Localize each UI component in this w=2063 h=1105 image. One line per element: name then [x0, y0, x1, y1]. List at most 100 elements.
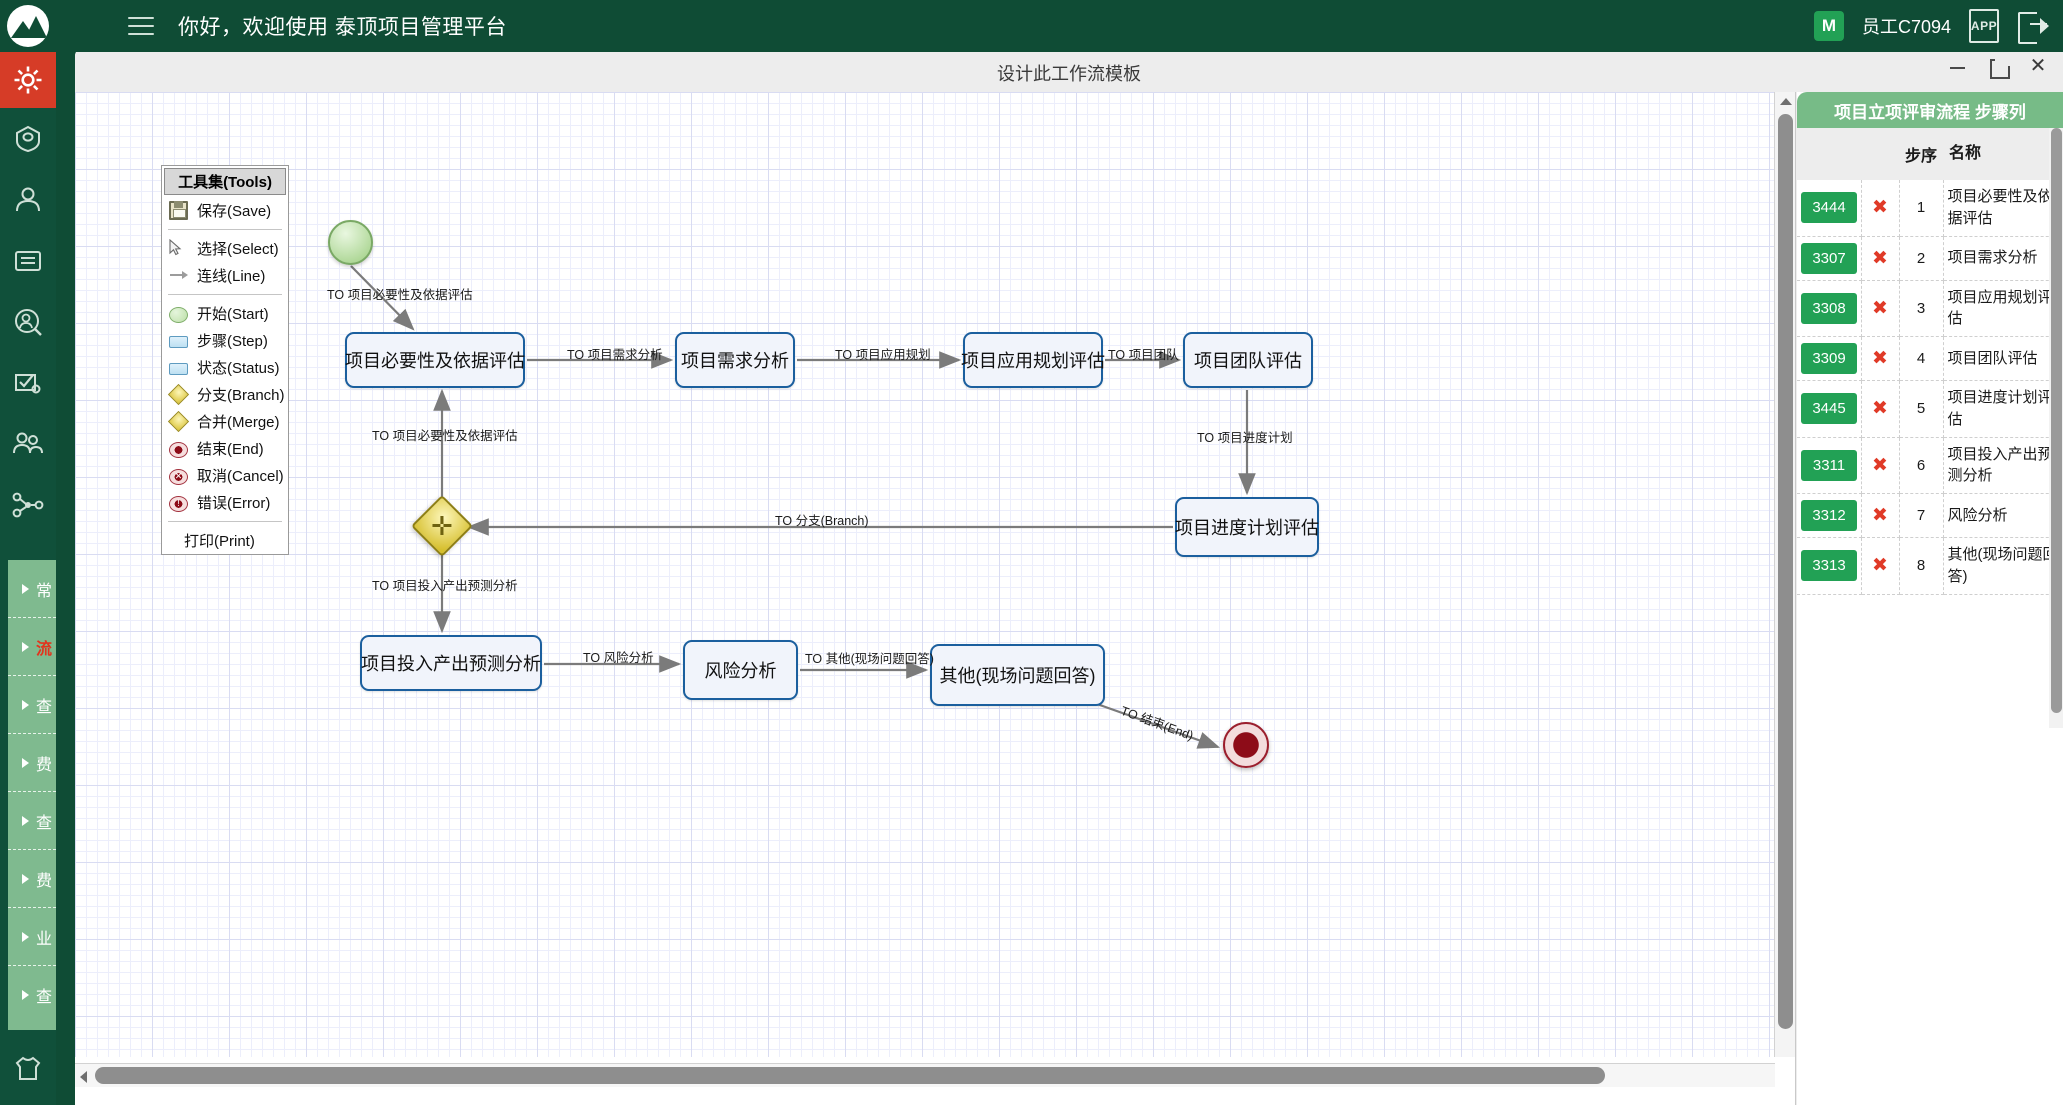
delete-row-icon[interactable]: ✖ [1872, 348, 1888, 369]
flyout-item-0[interactable]: 常 [8, 560, 56, 618]
flyout-item-label: 费 [36, 756, 53, 774]
tool-label: 开始(Start) [197, 306, 269, 323]
flyout-item-4[interactable]: 查 [8, 792, 56, 850]
sidebar-item-user-search[interactable] [0, 291, 56, 352]
hamburger-menu-icon[interactable] [128, 14, 158, 38]
step-id-chip[interactable]: 3309 [1801, 343, 1857, 374]
flyout-item-3[interactable]: 费 [8, 734, 56, 792]
sidebar-item-share[interactable] [0, 474, 56, 535]
table-row[interactable]: 3307 ✖ 2 项目需求分析 [1797, 236, 2063, 281]
tool-save[interactable]: 保存(Save) [162, 197, 288, 224]
table-row[interactable]: 3308 ✖ 3 项目应用规划评估 [1797, 280, 2063, 337]
tool-cancel[interactable]: ✕ 取消(Cancel) [162, 462, 288, 489]
flow-node-step-6[interactable]: 项目投入产出预测分析 [360, 635, 542, 691]
canvas-vertical-scrollbar[interactable] [1774, 92, 1795, 1057]
delete-row-icon[interactable]: ✖ [1872, 555, 1888, 577]
scroll-up-arrow-icon[interactable] [1780, 98, 1792, 105]
tool-print[interactable]: 打印(Print) [162, 527, 288, 554]
flyout-item-2[interactable]: 查 [8, 676, 56, 734]
flow-node-step-8[interactable]: 其他(现场问题回答) [930, 644, 1105, 706]
app-logo[interactable] [0, 0, 56, 52]
cell-seq: 3 [1899, 280, 1944, 337]
app-icon[interactable]: APP [1969, 9, 1999, 43]
delete-row-icon[interactable]: ✖ [1872, 454, 1888, 476]
delete-row-icon[interactable]: ✖ [1872, 297, 1888, 319]
flyout-item-7[interactable]: 查 [8, 966, 56, 1024]
cell-delete[interactable]: ✖ [1861, 236, 1900, 281]
cancel-circle-icon: ✕ [169, 468, 188, 485]
cell-seq: 5 [1899, 380, 1944, 438]
table-row[interactable]: 3309 ✖ 4 项目团队评估 [1797, 336, 2063, 381]
tool-merge[interactable]: 合并(Merge) [162, 408, 288, 435]
table-row[interactable]: 3444 ✖ 1 项目必要性及依据评估 [1797, 180, 2063, 237]
step-id-chip[interactable]: 3445 [1801, 393, 1857, 425]
flow-node-step-7[interactable]: 风险分析 [683, 640, 798, 700]
delete-row-icon[interactable]: ✖ [1872, 247, 1888, 269]
sidebar-item-location[interactable] [0, 108, 56, 169]
cell-delete[interactable]: ✖ [1861, 180, 1900, 237]
cell-delete[interactable]: ✖ [1861, 280, 1900, 337]
step-id-chip[interactable]: 3313 [1801, 550, 1857, 582]
step-id-chip[interactable]: 3444 [1801, 192, 1857, 224]
sidebar-item-user-group[interactable] [0, 413, 56, 474]
cell-delete[interactable]: ✖ [1861, 493, 1900, 538]
flow-node-start[interactable] [328, 220, 373, 265]
sidebar-item-edit-check[interactable] [0, 352, 56, 413]
delete-row-icon[interactable]: ✖ [1872, 197, 1888, 219]
flyout-item-1[interactable]: 流 [8, 618, 56, 676]
step-id-chip[interactable]: 3308 [1801, 292, 1857, 324]
tool-status[interactable]: 状态(Status) [162, 354, 288, 381]
cell-delete[interactable]: ✖ [1861, 437, 1900, 494]
scroll-thumb[interactable] [95, 1067, 1605, 1084]
sidebar-item-user[interactable] [0, 169, 56, 230]
maximize-button[interactable] [1987, 56, 2010, 79]
tool-branch[interactable]: 分支(Branch) [162, 381, 288, 408]
dialog-titlebar[interactable]: 设计此工作流模板 ✕ [75, 48, 2063, 92]
sidebar-item-documents[interactable] [0, 230, 56, 291]
delete-row-icon[interactable]: ✖ [1872, 505, 1888, 526]
tool-line[interactable]: 连线(Line) [162, 262, 288, 289]
flow-node-step-4[interactable]: 项目团队评估 [1183, 332, 1313, 388]
tool-select[interactable]: 选择(Select) [162, 235, 288, 262]
table-row[interactable]: 3311 ✖ 6 项目投入产出预测分析 [1797, 437, 2063, 494]
step-id-chip[interactable]: 3311 [1801, 449, 1857, 481]
flow-node-step-2[interactable]: 项目需求分析 [675, 332, 795, 388]
flow-node-end[interactable] [1223, 722, 1269, 768]
table-row[interactable]: 3445 ✖ 5 项目进度计划评估 [1797, 380, 2063, 438]
tool-step[interactable]: 步骤(Step) [162, 327, 288, 354]
chevron-right-icon [22, 699, 29, 710]
tools-divider [168, 229, 282, 230]
tool-start[interactable]: 开始(Start) [162, 300, 288, 327]
tool-error[interactable]: ! 错误(Error) [162, 489, 288, 516]
close-button[interactable]: ✕ [2029, 55, 2047, 77]
table-row[interactable]: 3312 ✖ 7 风险分析 [1797, 493, 2063, 538]
canvas-horizontal-scrollbar[interactable] [75, 1063, 1775, 1087]
cell-delete[interactable]: ✖ [1861, 537, 1900, 595]
flyout-item-6[interactable]: 业 [8, 908, 56, 966]
workflow-canvas[interactable]: 项目必要性及依据评估 项目需求分析 项目应用规划评估 项目团队评估 项目进度计划… [75, 92, 1796, 1105]
minimize-button[interactable] [1947, 56, 1969, 78]
logout-icon[interactable] [2017, 10, 2049, 44]
tool-end[interactable]: 结束(End) [162, 435, 288, 462]
flow-node-step-1[interactable]: 项目必要性及依据评估 [345, 332, 525, 388]
steps-panel-scrollbar[interactable] [2049, 128, 2063, 728]
flow-node-step-3[interactable]: 项目应用规划评估 [961, 332, 1105, 388]
flow-node-step-5[interactable]: 项目进度计划评估 [1175, 497, 1319, 557]
scroll-left-arrow-icon[interactable] [80, 1071, 87, 1083]
scroll-thumb[interactable] [1778, 114, 1793, 1029]
cell-delete[interactable]: ✖ [1861, 380, 1900, 438]
delete-row-icon[interactable]: ✖ [1872, 398, 1888, 420]
step-id-chip[interactable]: 3312 [1801, 500, 1857, 531]
cell-delete[interactable]: ✖ [1861, 336, 1900, 381]
step-id-chip[interactable]: 3307 [1801, 242, 1857, 274]
sidebar-item-uniform[interactable] [0, 1038, 56, 1099]
scroll-thumb[interactable] [2051, 128, 2062, 713]
save-icon [169, 201, 188, 220]
flyout-item-5[interactable]: 费 [8, 850, 56, 908]
user-name[interactable]: 员工C7094 [1861, 17, 1951, 37]
settings-gear-icon [14, 66, 42, 94]
table-row[interactable]: 3313 ✖ 8 其他(现场问题回答) [1797, 537, 2063, 595]
flow-connectors [350, 265, 1256, 749]
avatar[interactable]: M [1813, 11, 1844, 41]
sidebar-item-settings[interactable] [0, 52, 56, 108]
